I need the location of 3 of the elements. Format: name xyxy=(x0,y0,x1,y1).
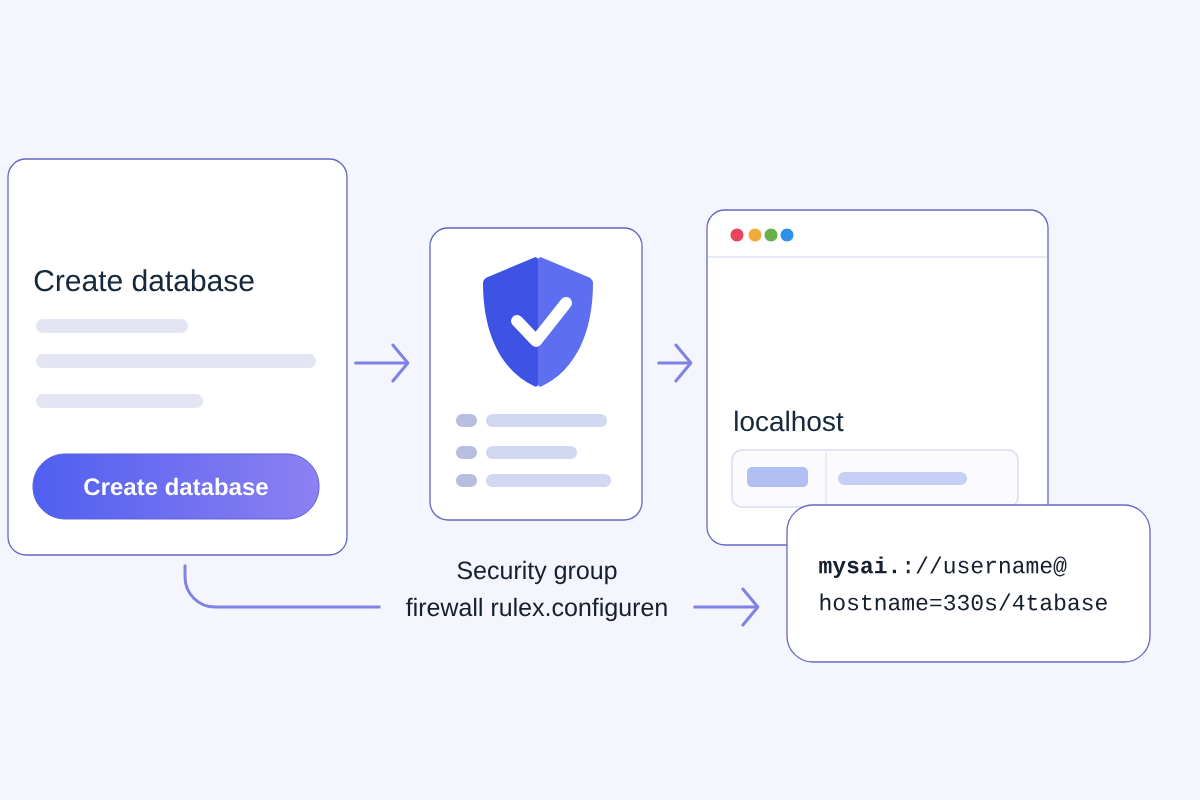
button: Create database xyxy=(32,453,320,520)
code-card: mysai.://username@ hostname=330s/4tabase xyxy=(786,504,1151,663)
edge-label: Security group firewall rulex.configuren xyxy=(380,557,694,625)
